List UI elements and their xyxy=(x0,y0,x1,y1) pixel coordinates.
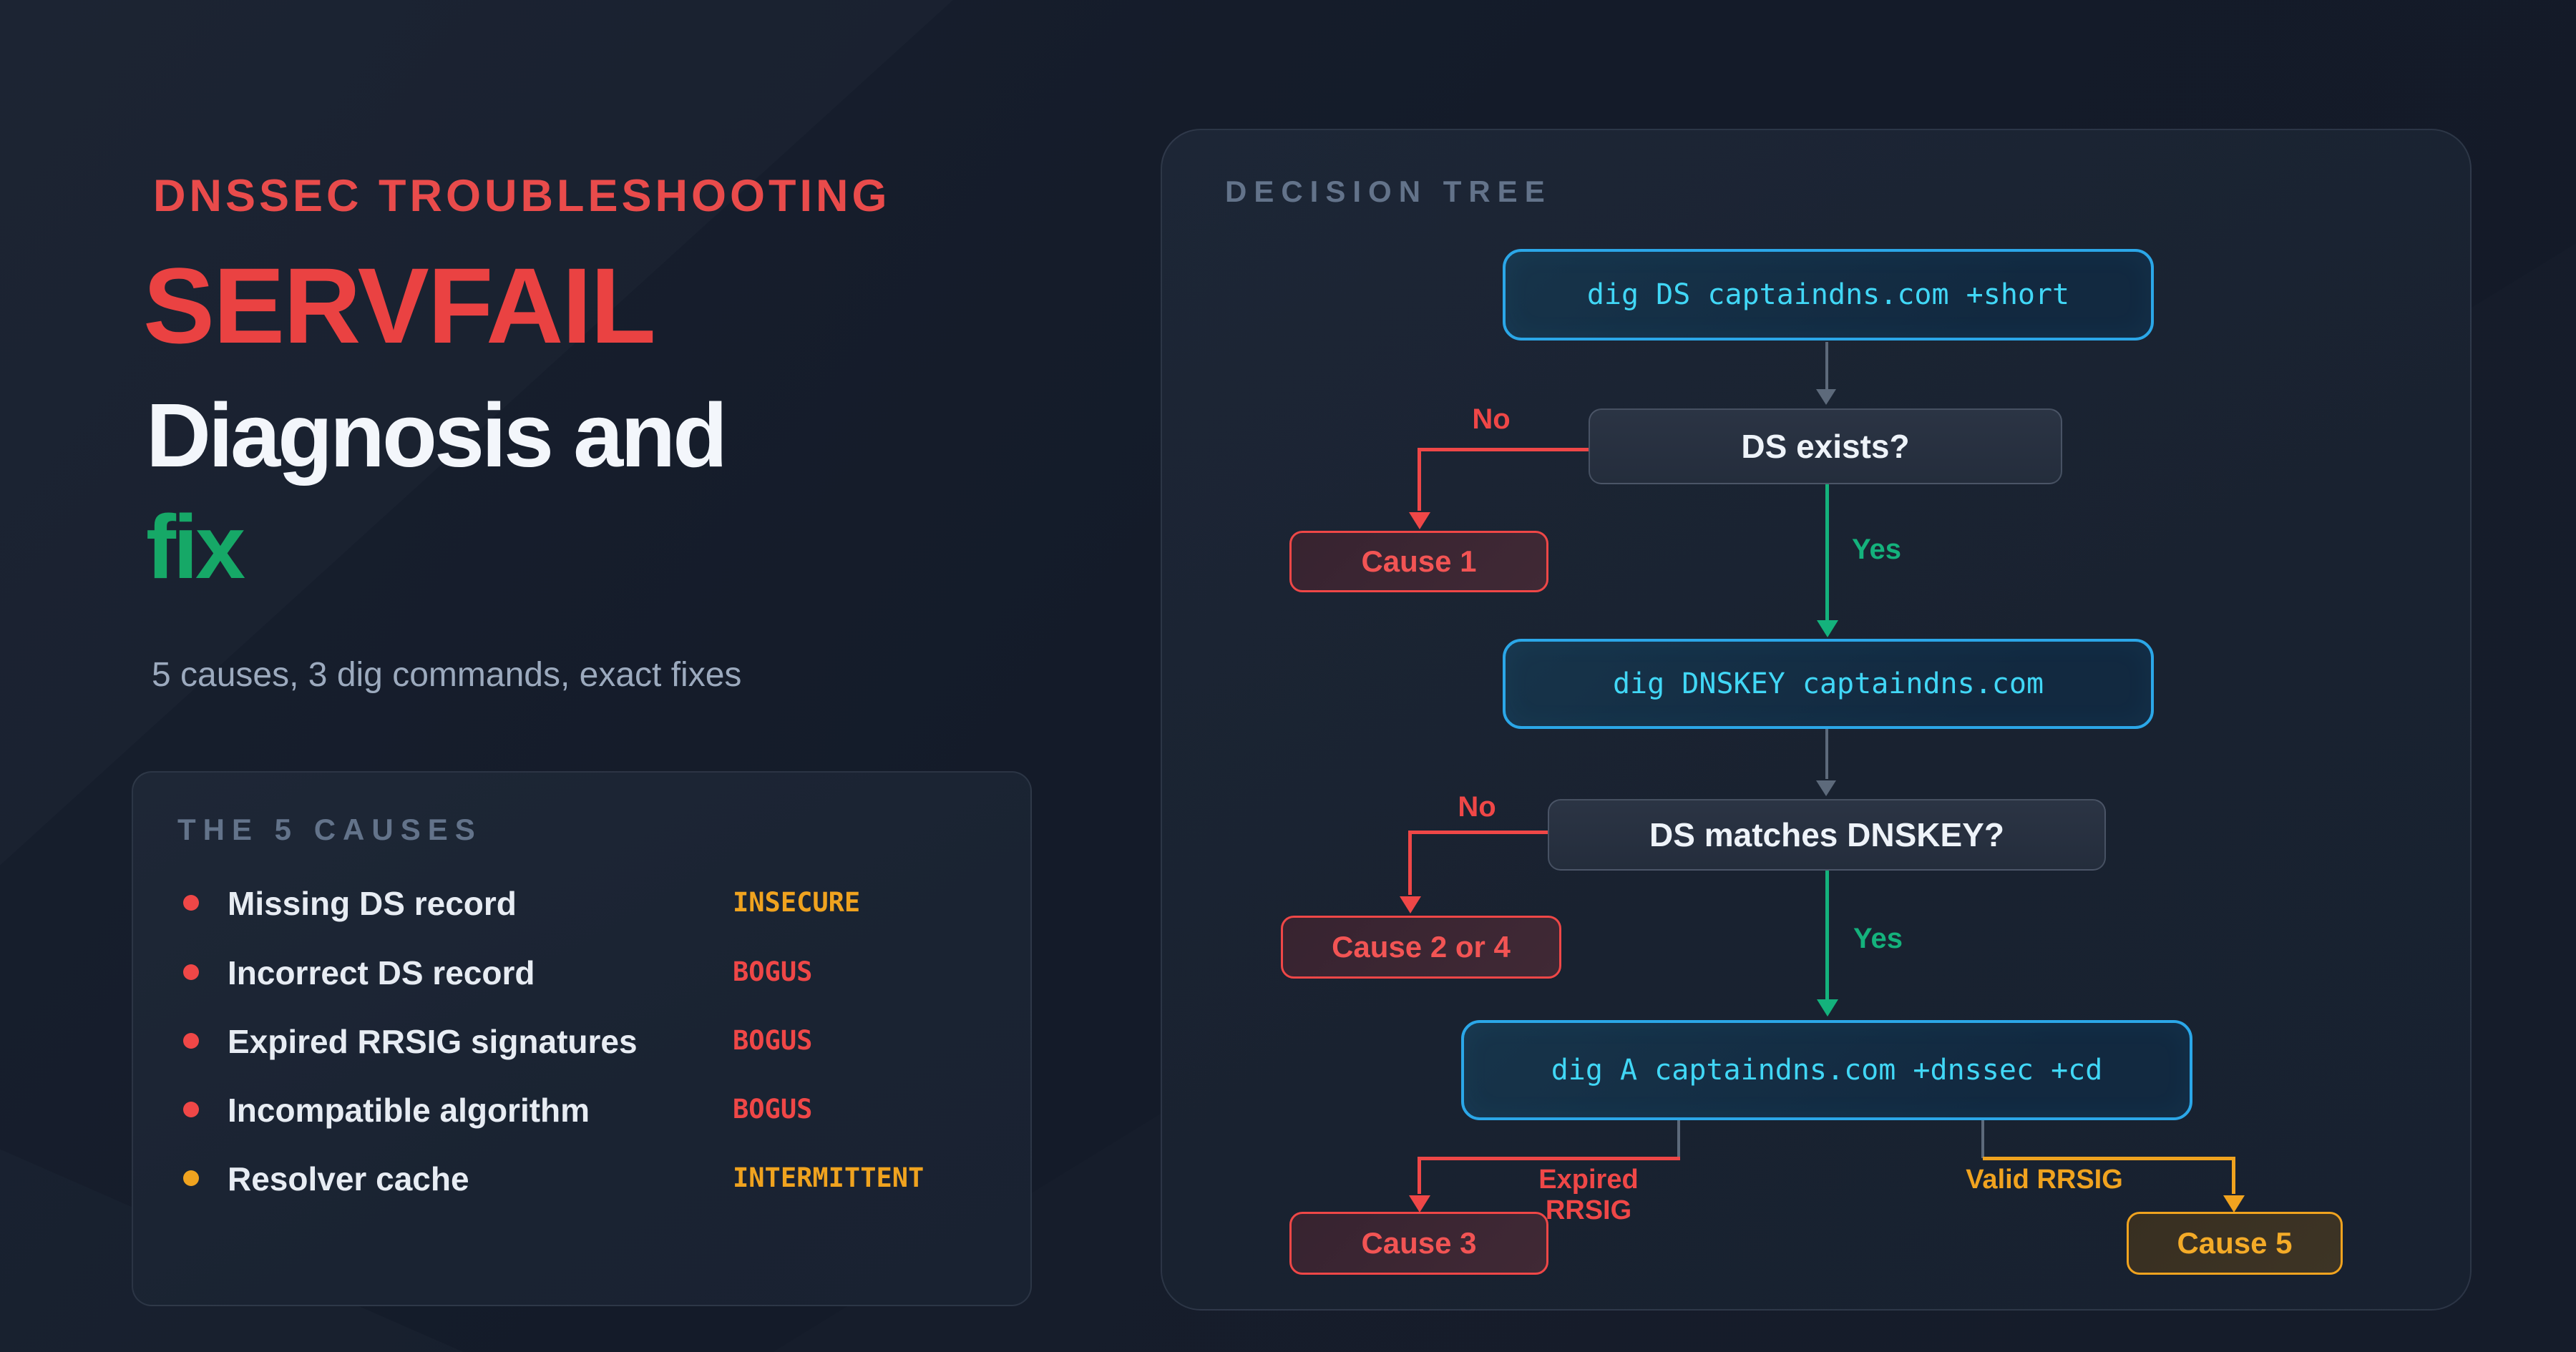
list-item: Incompatible algorithm BOGUS xyxy=(133,1088,1030,1131)
connector-line xyxy=(1418,1157,1421,1194)
branch-label-expired-rrsig: Expired RRSIG xyxy=(1538,1165,1639,1225)
arrow-down-icon xyxy=(1400,896,1421,913)
tagline: 5 causes, 3 dig commands, exact fixes xyxy=(152,656,742,694)
connector-line xyxy=(1408,831,1412,895)
list-item: Expired RRSIG signatures BOGUS xyxy=(133,1019,1030,1062)
cause-label: Incompatible algorithm xyxy=(228,1092,590,1129)
node-outcome-cause-1: Cause 1 xyxy=(1289,531,1548,592)
connector-line xyxy=(1825,871,1829,999)
arrow-down-icon xyxy=(1817,999,1838,1017)
node-command-dig-a-dnssec: dig A captaindns.com +dnssec +cd xyxy=(1461,1020,2192,1120)
eyebrow-label: DNSSEC TROUBLESHOOTING xyxy=(153,171,891,221)
connector-line xyxy=(1983,1157,2235,1160)
node-question-ds-exists: DS exists? xyxy=(1589,408,2062,484)
branch-label-valid-rrsig: Valid RRSIG xyxy=(1966,1165,2123,1195)
connector-line xyxy=(1419,1157,1680,1160)
status-badge: BOGUS xyxy=(733,1094,813,1125)
bullet-dot xyxy=(183,895,199,911)
connector-line xyxy=(1410,831,1548,834)
arrow-down-icon xyxy=(1817,620,1838,637)
connector-line xyxy=(1677,1120,1680,1158)
arrow-down-icon xyxy=(2223,1195,2245,1213)
node-command-dig-ds: dig DS captaindns.com +short xyxy=(1503,249,2154,341)
cause-label: Incorrect DS record xyxy=(228,954,535,991)
status-badge: INTERMITTENT xyxy=(733,1162,924,1193)
node-outcome-cause-2-or-4: Cause 2 or 4 xyxy=(1281,916,1561,979)
arrow-down-icon xyxy=(1816,780,1836,796)
status-badge: BOGUS xyxy=(733,956,813,987)
connector-line xyxy=(1825,484,1829,620)
node-outcome-cause-3: Cause 3 xyxy=(1289,1212,1548,1275)
causes-card-header: THE 5 CAUSES xyxy=(177,813,482,846)
list-item: Resolver cache INTERMITTENT xyxy=(133,1157,1030,1200)
node-question-ds-matches: DS matches DNSKEY? xyxy=(1548,799,2106,871)
branch-label-no: No xyxy=(1472,403,1511,435)
branch-label-yes: Yes xyxy=(1853,923,1903,954)
list-item: Missing DS record INSECURE xyxy=(133,881,1030,924)
node-command-dig-dnskey: dig DNSKEY captaindns.com xyxy=(1503,639,2154,729)
arrow-down-icon xyxy=(1409,512,1430,529)
decision-tree-panel: DECISION TREE dig DS captaindns.com +sho… xyxy=(1161,129,2472,1311)
bullet-dot xyxy=(183,1102,199,1117)
status-badge: INSECURE xyxy=(733,887,861,918)
bullet-dot xyxy=(183,1033,199,1049)
list-item: Incorrect DS record BOGUS xyxy=(133,951,1030,994)
bullet-dot xyxy=(183,964,199,980)
status-badge: BOGUS xyxy=(733,1025,813,1056)
cause-label: Expired RRSIG signatures xyxy=(228,1023,638,1060)
cause-label: Missing DS record xyxy=(228,885,517,922)
connector-line xyxy=(2232,1157,2235,1194)
page-subtitle-line2: fix xyxy=(146,496,245,597)
node-outcome-cause-5: Cause 5 xyxy=(2127,1212,2343,1275)
connector-line xyxy=(1825,729,1828,779)
arrow-down-icon xyxy=(1816,389,1836,405)
branch-label-no: No xyxy=(1458,791,1496,823)
connector-line xyxy=(1825,342,1828,389)
bullet-dot xyxy=(183,1170,199,1186)
connector-line xyxy=(1418,448,1421,511)
decision-tree-header: DECISION TREE xyxy=(1225,175,1552,208)
causes-card: THE 5 CAUSES Missing DS record INSECURE … xyxy=(132,771,1032,1306)
cause-label: Resolver cache xyxy=(228,1160,469,1197)
arrow-down-icon xyxy=(1409,1195,1430,1213)
connector-line xyxy=(1419,448,1589,451)
page-title: SERVFAIL xyxy=(143,245,656,366)
connector-line xyxy=(1981,1120,1984,1158)
page-subtitle-line1: Diagnosis and xyxy=(146,385,728,486)
branch-label-yes: Yes xyxy=(1852,534,1901,565)
